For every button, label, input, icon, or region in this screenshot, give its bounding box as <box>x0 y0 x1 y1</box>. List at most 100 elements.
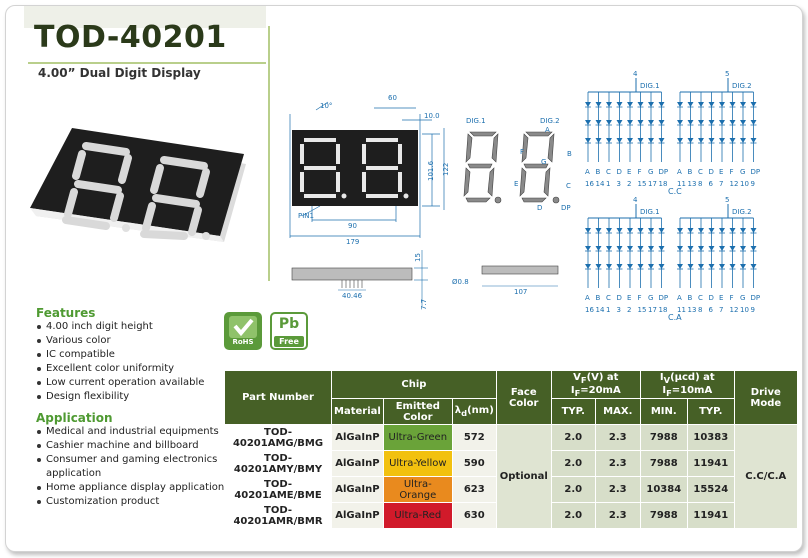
circuit-cc: A16B14C1D3E2F15G17DP18A11B13C8D6E7F12G10… <box>585 70 760 194</box>
dim-90: 90 <box>348 222 357 230</box>
circuit-segment-label: B <box>596 294 601 302</box>
circuit-pin-number: 1 <box>606 180 610 188</box>
circuit-name: C.A <box>668 313 682 320</box>
circuit-pin-number: 15 <box>638 180 647 188</box>
circuit-segment-label: G <box>648 294 653 302</box>
dim-101-6: 101.6 <box>427 160 435 181</box>
circuit-segment-label: B <box>688 294 693 302</box>
circuit-pin-number: 16 <box>585 306 594 314</box>
circuit-segment-label: C <box>606 294 611 302</box>
circuit-common-pin-left: 4 <box>633 70 638 78</box>
dim-122: 122 <box>442 163 450 176</box>
col-lambda: λd(nm) <box>451 398 497 425</box>
seg-dig1-label: DIG.1 <box>466 117 486 125</box>
circuit-segment-label: D <box>709 294 714 302</box>
title-bar-bg <box>24 6 266 28</box>
cell-iv-min: 7988 <box>639 450 688 477</box>
product-photo <box>30 128 246 242</box>
circuit-pin-number: 14 <box>596 180 605 188</box>
circuit-pin-number: 10 <box>740 306 749 314</box>
vertical-divider <box>268 26 270 281</box>
circuit-segment-label: E <box>719 294 723 302</box>
circuit-segment-label: F <box>730 294 734 302</box>
circuit-pin-number: 1 <box>606 306 610 314</box>
dim-angle: 10° <box>320 102 332 110</box>
seg-dp-label: DP <box>561 204 571 212</box>
dim-pin1: PIN1 <box>298 212 314 220</box>
circuit-pin-number: 18 <box>659 306 668 314</box>
circuit-pin-number: 12 <box>730 306 739 314</box>
cell-vf-max: 2.3 <box>594 424 641 451</box>
col-emitted-color: Emitted Color <box>382 398 453 425</box>
col-part-number: Part Number <box>224 370 332 425</box>
cell-part: TOD-40201AMG/BMG <box>224 424 332 451</box>
cell-part: TOD-40201AMR/BMR <box>224 502 332 529</box>
dim-40-46: 40.46 <box>342 292 363 300</box>
col-iv-typ: TYP. <box>686 398 735 425</box>
circuit-pin-number: 18 <box>659 180 668 188</box>
circuit-segment-label: A <box>585 168 590 176</box>
dim-10: 10.0 <box>424 112 440 120</box>
features-item: IC compatible <box>36 348 204 362</box>
circuit-common-pin-right: 5 <box>725 70 729 78</box>
cell-color: Ultra-Yellow <box>382 450 453 477</box>
cell-lambda: 623 <box>451 476 497 503</box>
circuit-pin-number: 7 <box>719 180 723 188</box>
cell-material: AlGaInP <box>331 502 384 529</box>
circuit-pin-number: 2 <box>627 306 631 314</box>
cell-iv-typ: 15524 <box>686 476 735 503</box>
features-item: Various color <box>36 334 204 348</box>
circuit-segment-label: A <box>677 294 682 302</box>
dim-107: 107 <box>514 288 527 296</box>
free-label: Free <box>274 336 304 347</box>
cell-vf-max: 2.3 <box>594 450 641 477</box>
features-heading: Features <box>36 306 96 320</box>
cell-vf-typ: 2.0 <box>550 450 596 477</box>
col-material: Material <box>331 398 384 425</box>
seg-f-label: F <box>520 148 524 156</box>
circuit-ca: A16B14C1D3E2F15G17DP18A11B13C8D6E7F12G10… <box>585 196 760 320</box>
pb-free-badge: Pb Free <box>270 312 308 350</box>
circuit-dig2-label: DIG.2 <box>732 208 752 216</box>
application-item: Cashier machine and billboard <box>36 439 236 453</box>
title-divider <box>28 62 266 64</box>
seg-dig2-label: DIG.2 <box>540 117 560 125</box>
cell-iv-typ: 10383 <box>686 424 735 451</box>
segment-diagram: DIG.1 DIG.2 A B C D E F G DP <box>463 117 572 212</box>
cell-color: Ultra-Red <box>382 502 453 529</box>
cell-iv-min: 7988 <box>639 424 688 451</box>
cell-face-color: Optional <box>495 424 552 529</box>
application-item: Consumer and gaming electronics applicat… <box>36 453 236 481</box>
col-iv: IV(μcd) at IF=10mA <box>639 370 735 399</box>
circuit-segment-label: E <box>627 168 631 176</box>
cell-material: AlGaInP <box>331 450 384 477</box>
circuit-pin-number: 13 <box>688 306 697 314</box>
circuit-segment-label: G <box>648 168 653 176</box>
seg-g-label: G <box>541 158 546 166</box>
circuit-pin-number: 7 <box>719 306 723 314</box>
cell-part: TOD-40201AMY/BMY <box>224 450 332 477</box>
dim-0-8: Ø0.8 <box>452 278 469 286</box>
dim-179: 179 <box>346 238 359 246</box>
circuit-segment-label: B <box>688 168 693 176</box>
cell-material: AlGaInP <box>331 424 384 451</box>
circuit-pin-number: 3 <box>617 306 621 314</box>
cell-vf-max: 2.3 <box>594 476 641 503</box>
circuit-pin-number: 11 <box>677 180 686 188</box>
cell-part: TOD-40201AME/BME <box>224 476 332 503</box>
circuit-segment-label: E <box>627 294 631 302</box>
cell-iv-typ: 11941 <box>686 502 735 529</box>
circuit-dig1-label: DIG.1 <box>640 208 660 216</box>
spec-table: Part Number Chip Face Color VF(V) at IF=… <box>224 370 798 529</box>
circuit-segment-label: C <box>606 168 611 176</box>
seg-d-label: D <box>537 204 542 212</box>
dim-15: 15 <box>414 253 422 262</box>
cell-lambda: 590 <box>451 450 497 477</box>
circuit-pin-number: 2 <box>627 180 631 188</box>
circuit-pin-number: 13 <box>688 180 697 188</box>
